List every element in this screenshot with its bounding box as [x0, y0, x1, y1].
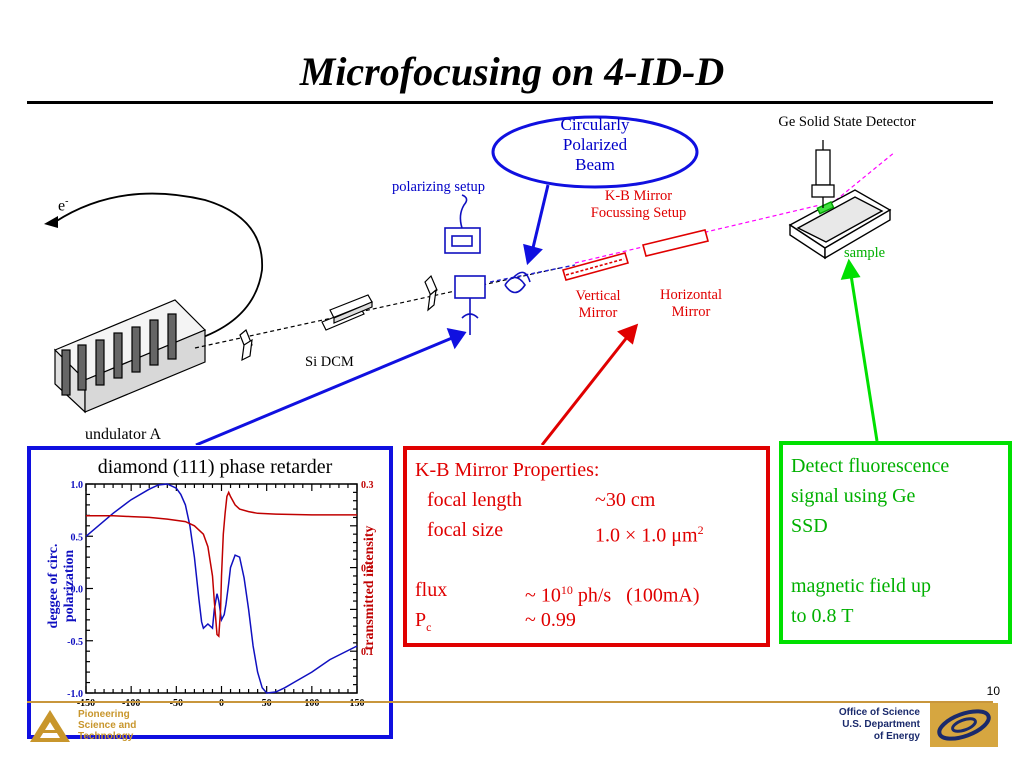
argonne-logo: [30, 710, 70, 742]
slit-2: [424, 274, 438, 312]
page-number: 10: [986, 684, 1000, 698]
kb-setup-label: K-B Mirror Focussing Setup: [566, 188, 711, 222]
flux-label: flux: [415, 579, 448, 601]
circular-polarized-callout: [491, 115, 699, 189]
x-tick-labels: -150 -100 -50 0 50 100 150: [77, 698, 365, 709]
horizontal-mirror-line-2: Mirror: [671, 304, 711, 320]
title-rule: [27, 101, 993, 104]
kb-properties-box: [403, 446, 770, 647]
footer-rule: [27, 701, 993, 703]
argonne-tagline: Pioneering Science and Technology: [78, 709, 136, 742]
doe-line-1: Office of Science: [838, 707, 920, 718]
beamline-diagram: [44, 115, 896, 445]
focal-size-value: 1.0 × 1.0 μm2: [595, 523, 704, 547]
sample-label: sample: [844, 245, 886, 261]
x-tick-label: -50: [170, 698, 183, 709]
horizontal-mirror: [642, 229, 709, 257]
kb-setup-line-1: K-B Mirror: [604, 188, 673, 204]
y-tick-label: 1.0: [71, 480, 84, 491]
transmitted-intensity-curve: [86, 490, 357, 638]
vertical-mirror-line-1: Vertical: [575, 288, 621, 304]
ge-detector: [811, 140, 835, 208]
y-tick-label: -1.0: [67, 689, 83, 700]
x-tick-label: -150: [77, 698, 95, 709]
argonne-line-2: Science and: [78, 720, 137, 731]
y2-tick-labels: 0.3 0.2 0.1: [361, 480, 374, 658]
vertical-mirror: [561, 252, 630, 281]
y-tick-labels: 1.0 0.5 0.0 -0.5 -1.0: [67, 480, 83, 700]
polarizing-setup-label: polarizing setup: [392, 179, 486, 195]
kb-heading: K-B Mirror Properties:: [415, 459, 600, 481]
pc-value: ~ 0.99: [525, 609, 576, 631]
focal-length-value: ~30 cm: [595, 489, 656, 511]
left-axis-label: deggee of circ. polarization: [46, 543, 77, 629]
kb-setup-line-2: Focussing Setup: [590, 205, 687, 221]
callout-line-2: Polarized: [562, 135, 628, 154]
detect-line-5: to 0.8 T: [791, 605, 854, 627]
kb-box-arrow: [540, 323, 639, 445]
flux-row: flux ~ 1010 ph/s (100mA): [415, 575, 765, 607]
y2-tick-label: 0.2: [361, 564, 374, 575]
slide-title: Microfocusing on 4-ID-D: [299, 49, 725, 94]
x-tick-label: 50: [262, 698, 272, 709]
horizontal-mirror-label: Horizontal Mirror: [645, 287, 737, 321]
vertical-mirror-line-2: Mirror: [578, 305, 618, 321]
x-tick-label: 0: [219, 698, 224, 709]
focal-length-row: focal length ~30 cm: [415, 485, 765, 515]
si-dcm: [321, 294, 373, 331]
sample-stage: [788, 189, 892, 260]
focal-length-label: focal length: [427, 489, 522, 511]
spacer-row: [415, 545, 765, 575]
detect-line-4: magnetic field up: [791, 575, 931, 597]
doe-line-3: of Energy: [873, 731, 920, 742]
focal-size-row: focal size 1.0 × 1.0 μm2: [415, 515, 765, 547]
vertical-mirror-label: Vertical Mirror: [558, 288, 638, 322]
detect-line-3: SSD: [791, 515, 828, 537]
pc-row: Pc ~ 0.99: [415, 605, 765, 635]
argonne-line-1: Pioneering: [78, 709, 130, 720]
undulator-a: [53, 299, 207, 414]
slit-1: [239, 329, 253, 362]
undulator-label: undulator A: [85, 426, 161, 443]
electron-label: e-: [58, 196, 69, 215]
detect-line-1: Detect fluorescence: [791, 455, 950, 477]
x-tick-label: 150: [350, 698, 365, 709]
callout-arrow: [523, 184, 550, 266]
flux-value: ~ 1010 ph/s (100mA): [525, 583, 700, 607]
electron-arrow-head: [44, 216, 58, 228]
doe-line-2: U.S. Department: [842, 719, 920, 730]
phase-retarder-chart: -150 -100 -50 0 50 100 150 1.0 0.5 0.0 -0.5 -1.0 0…: [67, 480, 374, 709]
y2-tick-label: 0.1: [361, 647, 374, 658]
doe-text: Office of Science U.S. Department of Ene…: [800, 707, 920, 743]
polarizing-setup: [444, 194, 531, 335]
y-tick-label: 0.5: [71, 532, 84, 543]
callout-text: Circularly Polarized Beam: [530, 115, 660, 175]
phase-retarder-box: [27, 446, 393, 739]
argonne-line-3: Technology: [78, 731, 134, 742]
detect-fluorescence-box: [779, 441, 1012, 644]
beam-path-blue: [489, 264, 576, 283]
detect-box-arrow: [840, 258, 879, 442]
y-tick-label: 0.0: [71, 585, 84, 596]
focal-size-label: focal size: [427, 519, 504, 541]
phase-box-arrow: [195, 327, 467, 445]
doe-logo: [930, 703, 998, 747]
si-dcm-label: Si DCM: [305, 354, 354, 370]
kb-properties-text: K-B Mirror Properties: focal length ~30 …: [415, 455, 765, 635]
detect-fluorescence-text: Detect fluorescence signal using Ge SSD …: [791, 451, 1006, 631]
detect-line-2: signal using Ge: [791, 485, 916, 507]
electron-orbit: [54, 192, 263, 341]
horizontal-mirror-line-1: Horizontal: [659, 287, 722, 303]
detector-label: Ge Solid State Detector: [778, 114, 916, 130]
callout-line-3: Beam: [575, 155, 615, 174]
pc-label: Pc: [415, 609, 432, 634]
beam-path: [194, 267, 561, 349]
x-tick-label: 100: [304, 698, 319, 709]
y2-tick-label: 0.3: [361, 480, 374, 491]
right-axis-label: transmitted intensity: [362, 525, 377, 651]
y-tick-label: -0.5: [67, 637, 83, 648]
callout-line-1: Circularly: [560, 115, 630, 134]
x-tick-label: -100: [122, 698, 140, 709]
phase-retarder-title: diamond (111) phase retarder: [97, 456, 333, 478]
